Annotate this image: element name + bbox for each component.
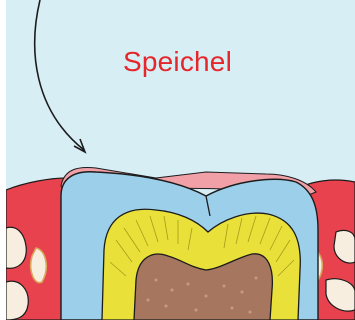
saliva-label: Speichel [0, 46, 355, 78]
bone-left-mid [31, 248, 47, 283]
